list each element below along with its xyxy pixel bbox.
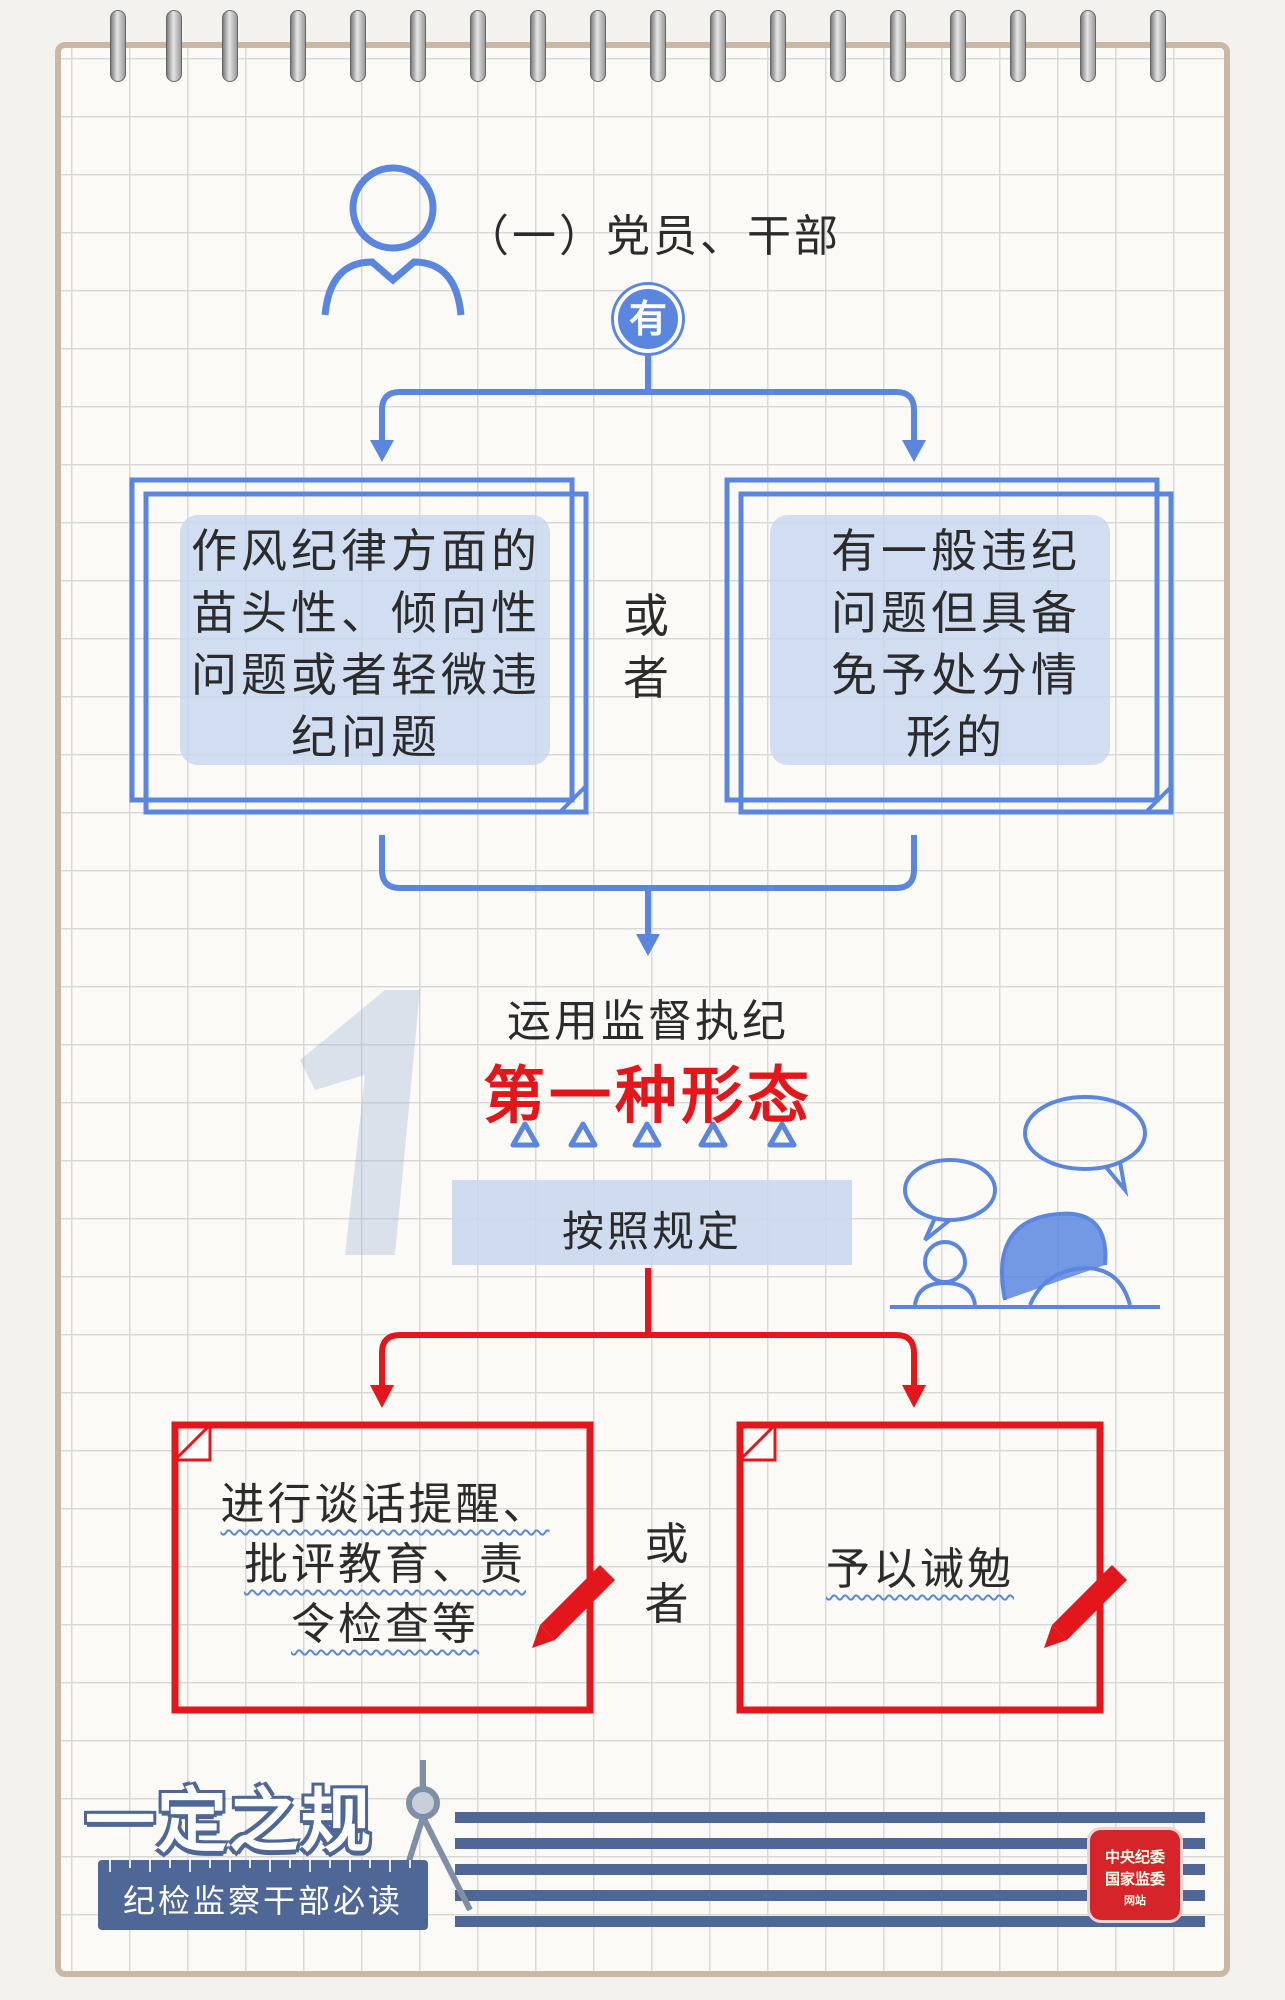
section-label: （一）党员、干部 [465, 211, 841, 262]
numeral-one-decoration [300, 990, 420, 1255]
brand-title: 一定之规 [85, 1780, 373, 1862]
notebook-page [55, 42, 1230, 1977]
ruler-icon [98, 1860, 428, 1930]
rule-label: 按照规定 [561, 1207, 742, 1256]
or-label-top: 或 者 [623, 589, 673, 705]
left-action-text: 进行谈话提醒、 批评教育、责 令检查等 [220, 1479, 550, 1650]
blue-box-left [129, 477, 589, 815]
arrow-down-left [370, 440, 394, 462]
arrow-down-right [902, 440, 926, 462]
person-icon [321, 164, 465, 316]
or-label-bottom: 或 者 [644, 1519, 692, 1630]
publisher-stamp: 中央纪委 国家监委 网站 [1087, 1827, 1183, 1923]
red-connector [379, 1268, 917, 1395]
rule-highlight [452, 1180, 852, 1265]
red-box-left [171, 1421, 594, 1714]
arrow-red-left [370, 1385, 394, 1408]
pencil-icon-left [532, 1565, 615, 1648]
connector-badge: 有 [614, 285, 682, 353]
arrow-red-right [902, 1385, 926, 1408]
people-chat-icon [890, 1095, 1160, 1309]
right-action-text: 予以诫勉 [826, 1544, 1014, 1595]
pencil-icon-right [1044, 1565, 1127, 1648]
right-condition-text: 有一般违纪 问题但具备 免予处分情 形的 [831, 524, 1081, 764]
blue-box-right [724, 477, 1174, 815]
merge-connector [379, 835, 917, 940]
top-connector [379, 352, 917, 450]
brand-subtitle: 纪检监察干部必读 [122, 1882, 403, 1920]
form-title: 第一种形态 [482, 1059, 813, 1132]
left-condition-text: 作风纪律方面的 苗头性、倾向性 问题或者轻微违 纪问题 [191, 524, 541, 764]
triangle-markers [510, 1121, 797, 1148]
arrow-down-center [636, 934, 660, 956]
result-line: 运用监督执纪 [507, 996, 789, 1047]
connector-label: 有 [628, 297, 667, 341]
footer-stripes [455, 1812, 1205, 1927]
compass-icon [392, 1760, 473, 1912]
red-box-right [736, 1421, 1104, 1714]
